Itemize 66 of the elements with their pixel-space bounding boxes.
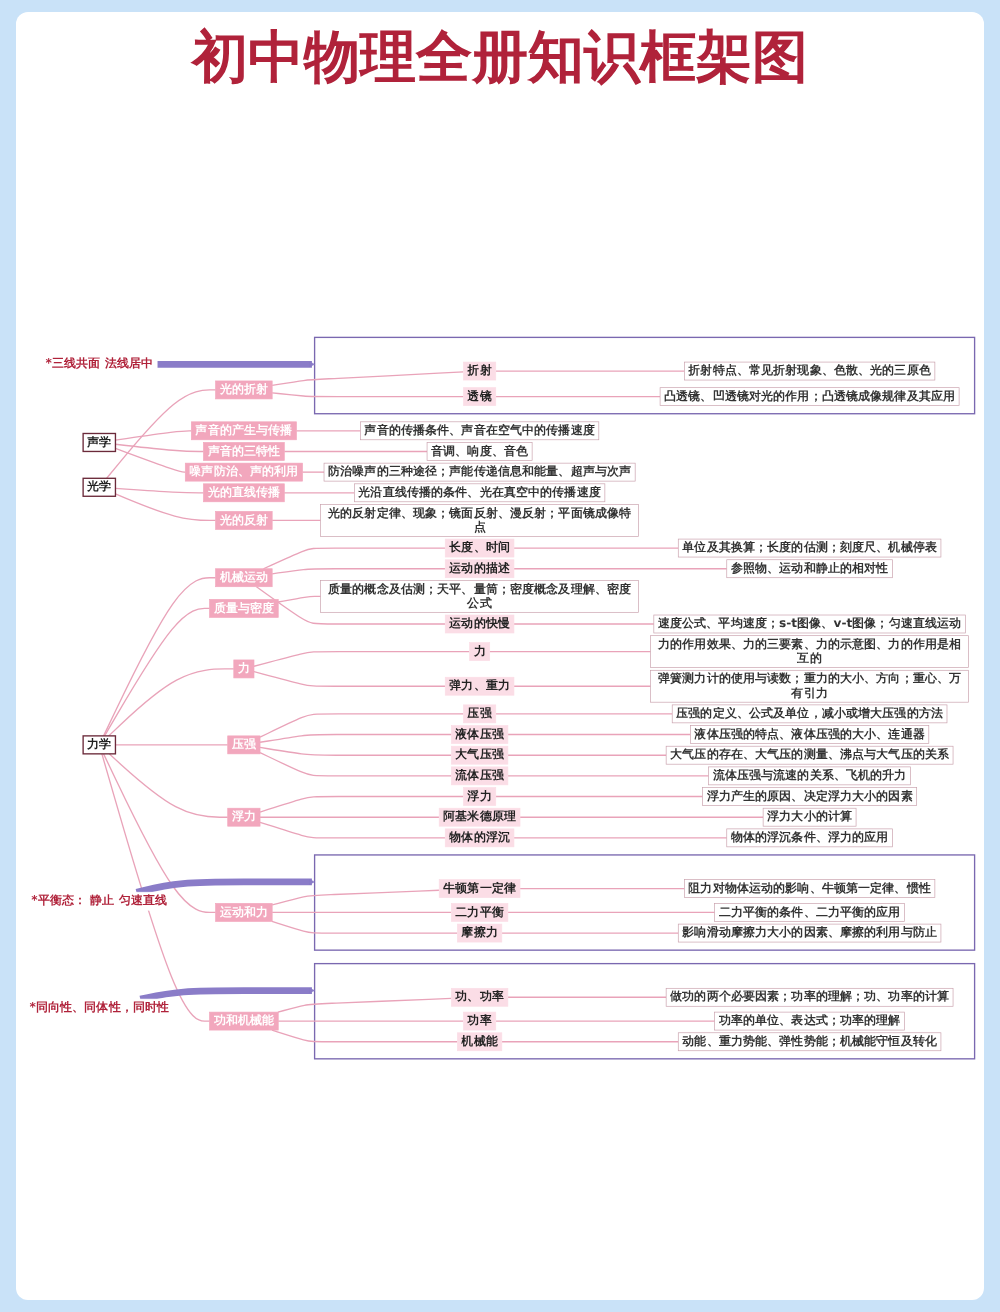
connector xyxy=(507,775,710,777)
connector xyxy=(259,713,465,738)
connector xyxy=(253,670,446,687)
connector xyxy=(501,1040,679,1043)
connector xyxy=(295,430,362,432)
connector xyxy=(501,932,679,934)
connector xyxy=(259,733,452,743)
connector xyxy=(114,493,217,521)
connector xyxy=(507,996,667,998)
connector xyxy=(271,920,459,934)
connector xyxy=(513,623,655,625)
connector xyxy=(301,471,325,473)
connector xyxy=(259,746,452,756)
connector xyxy=(495,713,673,715)
connector xyxy=(489,650,652,653)
connector xyxy=(271,567,446,575)
connector xyxy=(259,795,465,813)
connector xyxy=(253,650,471,667)
connector xyxy=(513,547,679,549)
connector xyxy=(114,487,205,494)
connector xyxy=(495,1020,716,1022)
arrow xyxy=(157,360,315,368)
connector xyxy=(277,997,452,1013)
connector xyxy=(106,389,217,479)
connector xyxy=(507,911,716,913)
connector xyxy=(283,450,428,452)
connector xyxy=(259,816,440,818)
connector xyxy=(519,816,764,818)
connector xyxy=(277,595,322,603)
diagram-title: 初中物理全册知识框架图 xyxy=(188,22,810,94)
connector xyxy=(259,821,446,839)
connector xyxy=(108,668,235,737)
connector xyxy=(114,430,193,441)
arrow xyxy=(139,987,315,1003)
connector xyxy=(114,443,205,452)
connector xyxy=(271,1029,459,1043)
connector xyxy=(271,371,465,386)
connector xyxy=(271,911,452,913)
connector xyxy=(102,753,217,913)
connector xyxy=(495,395,661,398)
cluster xyxy=(313,962,976,1060)
connector xyxy=(519,887,685,890)
cluster xyxy=(313,336,976,415)
connector xyxy=(507,733,692,736)
connector xyxy=(259,751,452,777)
connector xyxy=(271,392,465,398)
connector xyxy=(513,685,652,687)
connector xyxy=(101,753,211,1022)
arrow xyxy=(135,878,315,896)
connector xyxy=(271,889,440,906)
connector xyxy=(114,744,229,746)
cluster xyxy=(313,854,976,951)
connector xyxy=(283,492,355,494)
connector xyxy=(277,1020,465,1022)
connector xyxy=(262,547,446,570)
connector xyxy=(513,837,728,839)
connector xyxy=(108,753,229,818)
connector xyxy=(495,370,685,372)
connector xyxy=(255,585,446,625)
connector xyxy=(507,754,667,756)
connector xyxy=(495,795,704,798)
connector xyxy=(513,567,728,570)
connector xyxy=(114,447,186,473)
connector xyxy=(271,519,322,521)
connector xyxy=(103,607,211,737)
connector xyxy=(102,576,217,737)
